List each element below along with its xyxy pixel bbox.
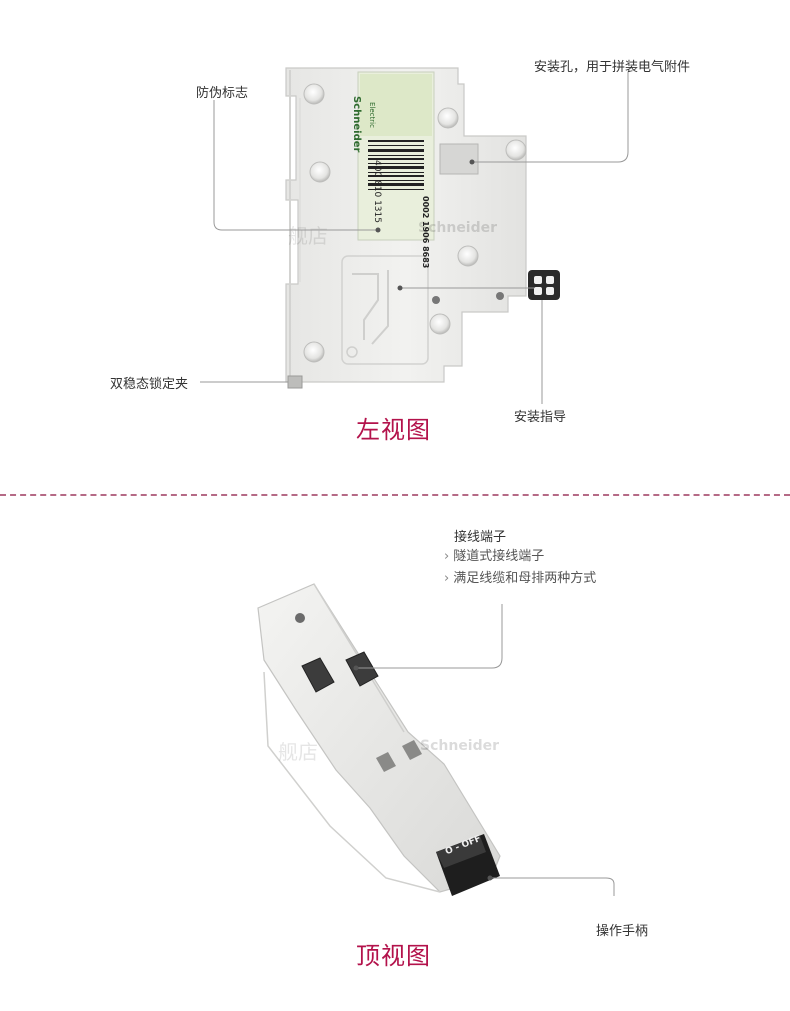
callout-operating-handle: 操作手柄	[596, 924, 649, 939]
label-brand: Schneider	[351, 96, 362, 153]
barcode	[368, 140, 424, 190]
install-clip-illustration	[528, 270, 560, 300]
left-view-title: 左视图	[356, 416, 431, 444]
callout-anti-counterfeit-mark: 防伪标志	[196, 86, 249, 101]
top-view-title: 顶视图	[356, 942, 431, 970]
watermark-text-top: 舰店	[278, 740, 318, 764]
section-divider	[0, 494, 790, 496]
label-phone: 400 810 1315	[372, 160, 382, 223]
terminal-feature-label: 隧道式接线端子	[453, 549, 545, 564]
label-brand-sub: Electric	[368, 102, 376, 128]
callout-mounting-hole: 安装孔，用于拼装电气附件	[534, 60, 691, 75]
top-view-product-illustration	[257, 583, 501, 896]
callout-terminal-heading: 接线端子	[454, 530, 507, 545]
chevron-right-icon: ›	[444, 549, 450, 564]
watermark-brand: Schneider	[418, 220, 498, 236]
top-view-section: O - OFF 舰店 Schneider 接线端子 ›隧道式接线端子 ›满足线缆…	[0, 496, 790, 1011]
terminal-feature-item: ›隧道式接线端子	[444, 546, 596, 568]
terminal-feature-item: ›满足线缆和母排两种方式	[444, 568, 596, 590]
terminal-feature-list: ›隧道式接线端子 ›满足线缆和母排两种方式	[444, 546, 596, 590]
watermark-text: 舰店	[288, 224, 328, 248]
callout-install-guide: 安装指导	[514, 410, 567, 425]
watermark-brand-top: Schneider	[420, 738, 500, 754]
callout-bistable-locking-clip: 双稳态锁定夹	[110, 377, 189, 392]
terminal-feature-label: 满足线缆和母排两种方式	[453, 571, 597, 586]
chevron-right-icon: ›	[444, 571, 450, 586]
left-view-section: Schneider Electric 0002 1906 8683 400 81…	[0, 0, 790, 496]
